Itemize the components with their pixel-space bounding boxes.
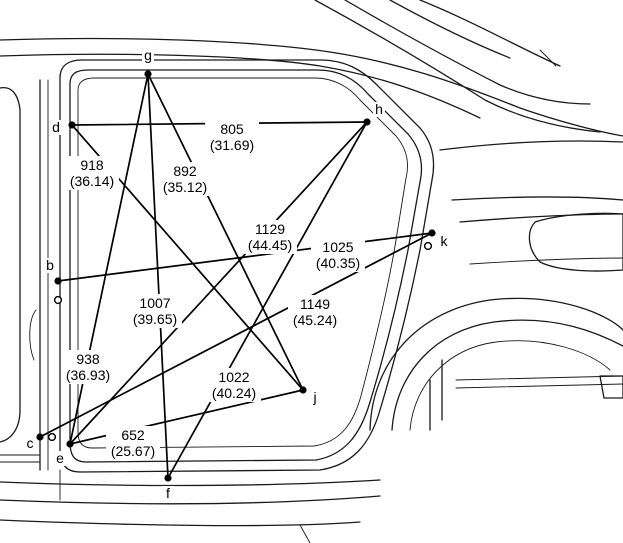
point-label-backdrop [54, 451, 66, 466]
measurement-line-b-k [57, 232, 433, 282]
measurement-mm-g-e: 938 [76, 351, 100, 367]
measurement-mm-c-k: 1149 [300, 296, 330, 312]
measurement-line-f-h [167, 121, 368, 479]
point-label-backdrop [309, 390, 321, 405]
point-label-e: e [56, 450, 64, 466]
point-label-f: f [166, 485, 170, 501]
measurement-mm-d-h: 805 [220, 121, 244, 137]
measurement-labels: 805(31.69) 918(36.14) 892(35.12) 1129(44.45… [61, 120, 365, 460]
measurement-line-c-k [39, 232, 433, 438]
measurement-line-g-f [147, 73, 169, 479]
point-label-backdrop [438, 234, 450, 249]
measurement-in-d-h: (31.69) [210, 137, 254, 153]
measurement-mm-g-j: 892 [173, 163, 197, 179]
measurement-in-f-h: (40.24) [212, 385, 256, 401]
measurement-in-g-j: (35.12) [163, 179, 207, 195]
point-label-backdrop [373, 102, 385, 117]
measurement-label-backdrop [158, 162, 212, 196]
measurement-mm-b-k: 1025 [322, 239, 353, 255]
point-label-c: c [27, 435, 34, 451]
point-label-backdrop [24, 436, 36, 451]
point-label-backdrop [44, 258, 56, 273]
measurement-in-d-j: (36.14) [70, 173, 114, 189]
reference-point-h [363, 118, 371, 126]
measurement-label-backdrop [243, 220, 297, 254]
point-label-k: k [441, 233, 449, 249]
measurement-label-backdrop [311, 238, 365, 272]
point-label-backdrop [162, 486, 174, 501]
measurement-label-backdrop [207, 368, 261, 402]
reference-point-e [66, 440, 74, 448]
measurement-in-b-k: (40.35) [316, 255, 360, 271]
measurement-line-g-e [69, 73, 149, 445]
measurement-mm-g-f: 1007 [139, 295, 170, 311]
body-hole [47, 432, 57, 442]
point-label-backdrop [50, 120, 62, 135]
point-label-j: j [312, 389, 316, 405]
measurement-line-e-j [69, 389, 304, 445]
measurement-label-backdrop [65, 156, 119, 190]
measurement-mm-f-h: 1022 [218, 369, 249, 385]
measurement-label-backdrop [205, 120, 259, 154]
measurement-mm-e-h: 1129 [255, 221, 285, 237]
measurement-in-g-f: (39.65) [133, 311, 177, 327]
reference-point-c [36, 433, 44, 441]
measurement-label-backdrop [61, 350, 115, 384]
reference-point-j [299, 386, 307, 394]
measurement-mm-e-j: 652 [121, 427, 145, 443]
measurement-mm-d-j: 918 [80, 157, 104, 173]
body-hole [423, 241, 433, 251]
measurement-in-g-e: (36.93) [66, 367, 110, 383]
point-label-g: g [144, 47, 152, 63]
measurement-label-backdrop [106, 426, 160, 460]
measurement-line-e-h [69, 121, 368, 445]
reference-point-f [164, 474, 172, 482]
measurement-label-backdrop [128, 294, 182, 328]
point-label-d: d [52, 119, 60, 135]
measurement-in-e-h: (44.45) [248, 237, 292, 253]
reference-point-d [68, 121, 76, 129]
reference-point-k [428, 229, 436, 237]
reference-point-g [144, 70, 152, 78]
reference-point-b [54, 277, 62, 285]
point-label-b: b [46, 257, 54, 273]
point-label-h: h [375, 101, 383, 117]
point-label-backdrop [142, 48, 154, 63]
measurement-label-backdrop [288, 295, 342, 329]
measurement-in-e-j: (25.67) [111, 443, 155, 459]
measurement-in-c-k: (45.24) [293, 312, 337, 328]
measurement-line-g-j [147, 73, 304, 391]
reference-points: g h d b k j c e f [24, 47, 450, 501]
body-hole [53, 295, 63, 305]
